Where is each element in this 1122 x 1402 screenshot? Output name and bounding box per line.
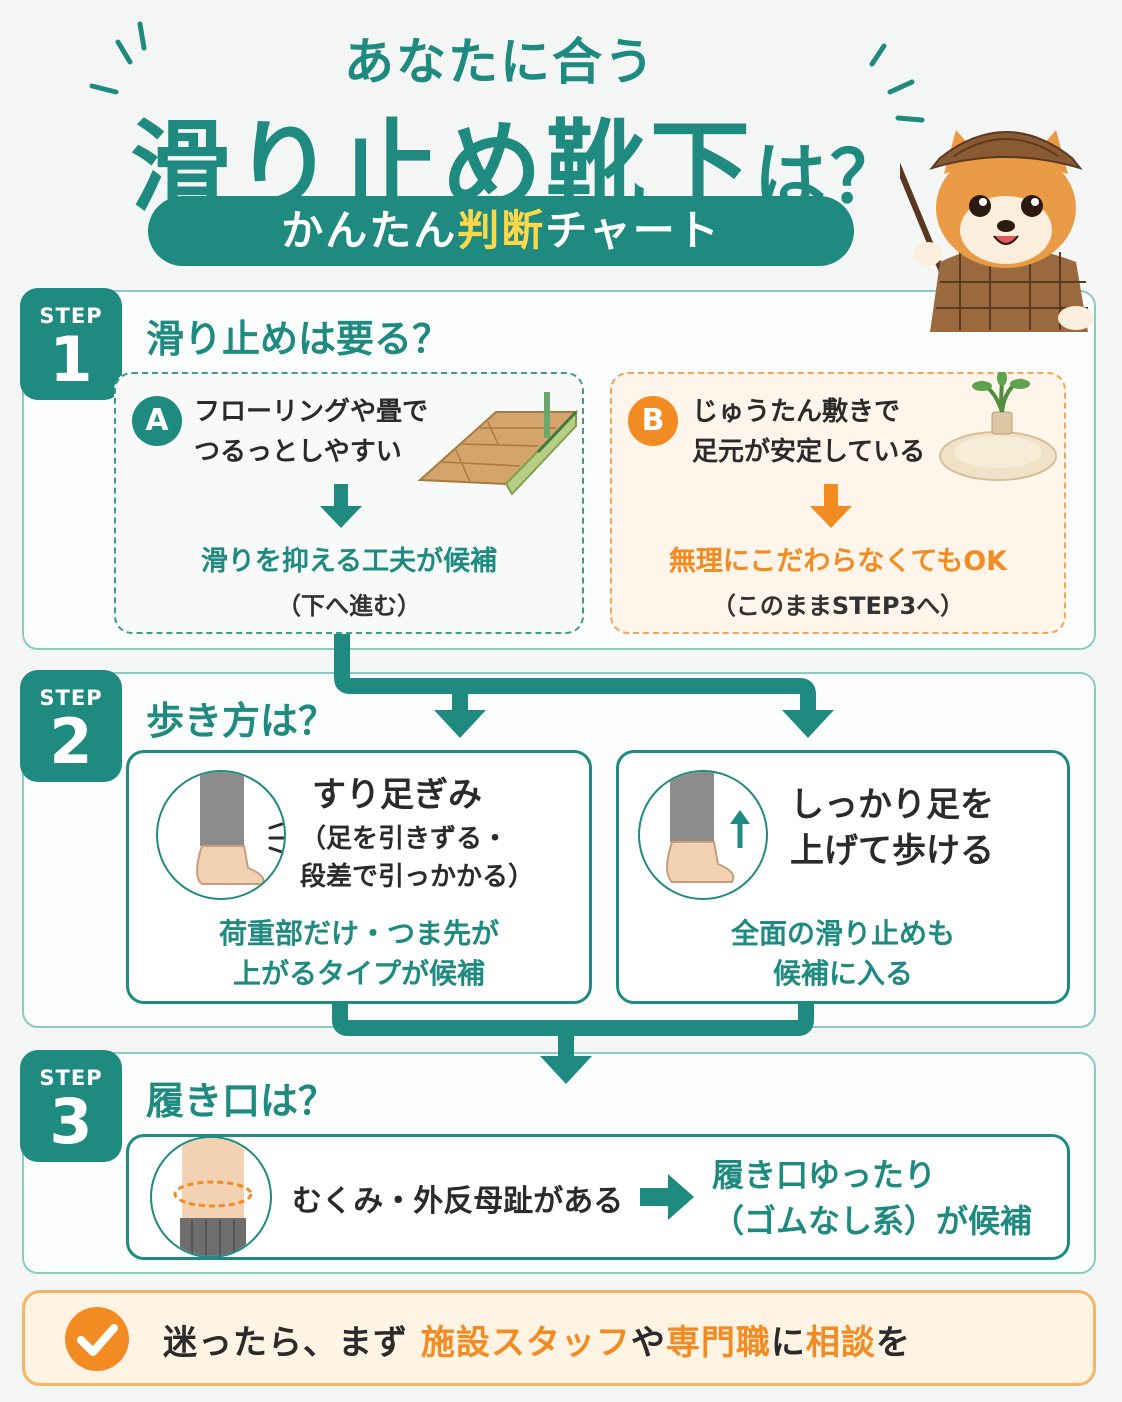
banner-post: チャート [545,206,721,255]
opening-result1: 履き口ゆったり [712,1156,937,1194]
shuffle-title: すり足ぎみ [312,775,482,815]
advice-professional: 専門職 [665,1323,771,1363]
arrow-right-icon [640,1174,694,1220]
shuffle-subtext: （足を引きずる・ 段差で引っかかる） [300,820,534,896]
option-b-line1: じゅうたん敷きで [692,397,901,427]
step3-question: 履き口は？ [146,1079,337,1123]
advice-t1: 迷ったら、まず [163,1323,408,1363]
advice-t7: を [875,1323,911,1363]
step-number: 3 [49,1085,93,1158]
option-a-result: 滑りを抑える工夫が候補 [200,546,498,577]
opening-condition: むくみ・外反母趾がある [292,1184,624,1219]
option-b-result: 無理にこだわらなくてもOK [668,546,1008,577]
step-number: 2 [49,705,93,778]
shuffle-cand2: 上がるタイプが候補 [232,957,485,990]
option-b-badge: B [628,396,678,446]
opening-result2: （ゴムなし系）が候補 [712,1202,1033,1240]
step-number: 1 [49,323,93,396]
step3-badge: STEP 3 [20,1050,122,1162]
lift-cand1: 全面の滑り止めも [730,917,955,950]
chart-banner: かんたん判断チャート [148,196,854,266]
opening-result: 履き口ゆったり （ゴムなし系）が候補 [712,1152,1032,1244]
advice-t3: や [630,1323,666,1363]
flow-connector-step2-step3 [332,1004,814,1084]
advice-text: 迷ったら、まず 施設スタッフや専門職に相談を [163,1315,911,1364]
banner-highlight: 判断 [457,206,546,255]
check-icon [65,1307,129,1371]
shuffle-cand1: 荷重部だけ・つま先が [218,917,499,950]
lift-title: しっかり足を 上げて歩ける [790,782,994,874]
shuffle-candidate: 荷重部だけ・つま先が 上がるタイプが候補 [126,914,592,994]
opening-box [126,1134,1070,1260]
rug-plant-illustration [939,372,1057,481]
lift-candidate: 全面の滑り止めも 候補に入る [616,914,1070,994]
step1-question: 滑り止めは要る？ [146,317,451,361]
banner-pre: かんたん [281,206,458,255]
step2-question: 歩き方は？ [146,699,337,743]
flooring-tatami-illustration [417,392,578,496]
option-a-note: （下へ進む） [277,592,421,620]
option-a-badge: A [132,396,182,446]
advice-facility-staff: 施設スタッフ [420,1323,631,1363]
lift-foot-illustration [638,770,768,900]
step1-badge: STEP 1 [20,288,122,400]
lift-cand2: 候補に入る [772,957,913,990]
option-b-text: じゅうたん敷きで 足元が安定している [692,392,925,472]
ankle-illustration [150,1136,272,1258]
flow-connector-step1-step2 [334,634,834,738]
step2-badge: STEP 2 [20,670,122,782]
lift-title2: 上げて歩ける [790,831,994,871]
shuffle-sub1: （足を引きずる・ [300,824,509,854]
option-b-note: （このままSTEP3へ） [711,592,965,620]
advice-footer: 迷ったら、まず 施設スタッフや専門職に相談を [22,1290,1096,1386]
dog-detective-mascot [900,130,1094,332]
option-a-line2: つるっとしやすい [194,437,402,467]
shuffle-foot-illustration [156,770,286,900]
arrow-down-icon [320,484,362,528]
step-label: STEP [39,686,103,710]
step-label: STEP [39,304,103,328]
advice-t5: に [770,1323,806,1363]
option-a-line1: フローリングや畳で [194,397,429,427]
lift-title1: しっかり足を [790,785,994,825]
advice-consult: 相談 [805,1323,876,1363]
decoration-rays [89,21,925,123]
page-subtitle: あなたに合う [344,33,656,91]
option-a-text: フローリングや畳で つるっとしやすい [194,392,428,472]
step-label: STEP [39,1066,103,1090]
option-b-line2: 足元が安定している [692,437,926,467]
arrow-down-orange-icon [810,484,852,528]
shuffle-sub2: 段差で引っかかる） [300,862,535,892]
